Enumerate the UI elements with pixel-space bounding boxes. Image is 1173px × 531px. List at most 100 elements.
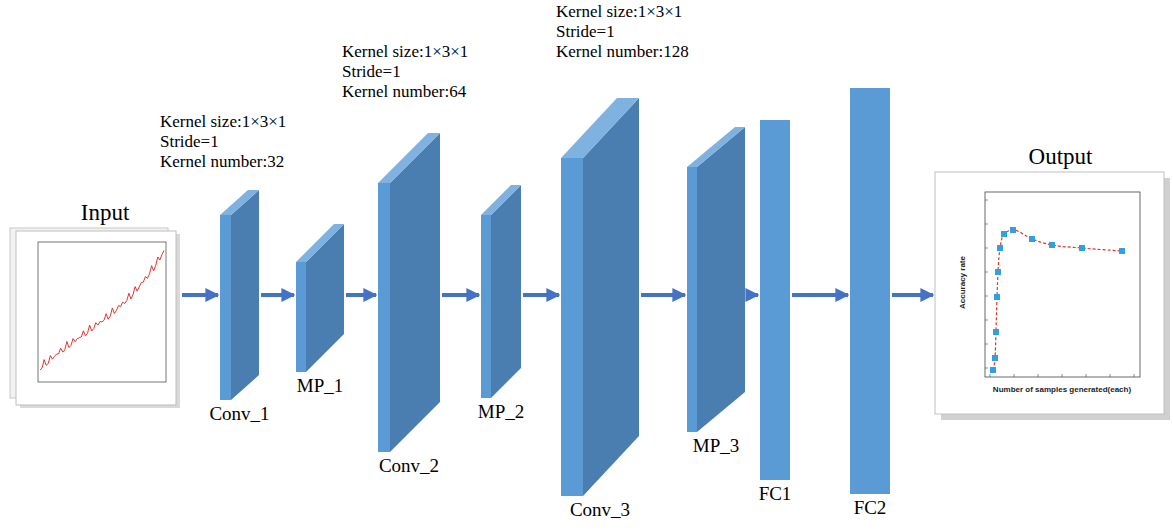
slab-top	[687, 127, 745, 167]
flow-arrow	[442, 293, 479, 297]
layer-label-wrap: MP_2	[478, 401, 524, 423]
kernel-note: Kernel size:1×3×1Stride=1Kernel number:6…	[342, 42, 468, 102]
pool-layer: MP_1	[296, 224, 344, 372]
layer-label: FC1	[759, 483, 792, 505]
flow-arrow	[523, 293, 559, 297]
layer-label-wrap: MP_3	[693, 435, 739, 457]
slab-top	[481, 185, 521, 215]
slab-top	[378, 133, 440, 183]
layer-label-wrap: Conv_3	[570, 499, 630, 521]
accuracy-curve	[993, 230, 1122, 370]
slab-front	[296, 262, 306, 372]
tick	[1134, 374, 1135, 377]
conv-layer: Kernel size:1×3×1Stride=1Kernel number:3…	[220, 190, 259, 400]
slab-front	[561, 158, 583, 496]
layer-label-wrap: Input	[81, 200, 130, 226]
layer-label: MP_2	[478, 401, 524, 423]
tick	[985, 344, 988, 345]
tick	[1110, 374, 1111, 377]
pool-layer: MP_3	[687, 127, 745, 432]
kernel-spec: Kernel size:1×3×1	[160, 112, 286, 132]
plot-frame	[985, 192, 1140, 377]
flow-arrow	[892, 293, 933, 297]
data-point	[990, 367, 996, 373]
kernel-note: Kernel size:1×3×1Stride=1Kernel number:3…	[160, 112, 286, 172]
flow-arrow	[182, 293, 218, 297]
conv-layer: Kernel size:1×3×1Stride=1Kernel number:1…	[561, 98, 639, 496]
tick	[985, 224, 988, 225]
data-point	[995, 269, 1001, 275]
layer-label: FC2	[854, 497, 887, 519]
slab-side	[697, 127, 745, 432]
slab-side	[491, 185, 521, 398]
tick	[985, 368, 988, 369]
layer-label: MP_1	[297, 375, 343, 397]
tick	[1038, 374, 1039, 377]
layer-label-wrap: Output	[1029, 144, 1093, 170]
slab-shape	[561, 98, 639, 496]
slab-side	[390, 133, 440, 452]
kernel-spec: Kernel size:1×3×1	[342, 42, 468, 62]
layer-label-wrap: Conv_2	[379, 455, 439, 477]
tick	[985, 296, 988, 297]
data-point	[994, 294, 1000, 300]
slab-top	[296, 224, 344, 262]
tick	[1062, 374, 1063, 377]
dense-layer: FC1	[760, 120, 790, 480]
dense-layer: FC2	[850, 88, 890, 494]
tick	[985, 248, 988, 249]
slab-side	[306, 224, 344, 372]
layer-label: Conv_2	[379, 455, 439, 477]
data-point	[992, 355, 998, 361]
output-shape	[935, 172, 1170, 420]
slab-front	[687, 167, 697, 432]
kernel-note: Kernel size:1×3×1Stride=1Kernel number:1…	[556, 2, 689, 62]
output-figure: Output	[935, 172, 1170, 420]
data-point	[1010, 227, 1016, 233]
kernel-spec: Kernel number:32	[160, 152, 286, 172]
flow-arrow	[792, 293, 848, 297]
conv-layer: Kernel size:1×3×1Stride=1Kernel number:6…	[378, 133, 440, 452]
panel-title: Output	[1029, 144, 1093, 170]
tick	[985, 272, 988, 273]
tick	[1086, 374, 1087, 377]
data-point	[1001, 231, 1007, 237]
tick	[985, 200, 988, 201]
data-point	[997, 245, 1003, 251]
flow-arrow	[747, 293, 758, 297]
data-point	[1029, 236, 1035, 242]
tick	[1014, 374, 1015, 377]
slab-front	[220, 215, 231, 400]
kernel-spec: Kernel number:64	[342, 82, 468, 102]
spectrum-curve	[40, 251, 164, 370]
input-shape	[10, 228, 180, 410]
layer-label: MP_3	[693, 435, 739, 457]
flow-arrow	[261, 293, 294, 297]
pool-layer: MP_2	[481, 185, 521, 398]
kernel-spec: Kernel number:128	[556, 42, 689, 62]
slab-top	[220, 190, 259, 215]
output-sheet	[935, 172, 1164, 414]
slab-top	[561, 98, 639, 158]
kernel-spec: Stride=1	[160, 132, 286, 152]
slab-front	[481, 215, 491, 398]
kernel-spec: Stride=1	[342, 62, 468, 82]
data-point	[1119, 248, 1125, 254]
slab-shape	[296, 224, 344, 372]
layer-label-wrap: Conv_1	[209, 403, 269, 425]
slab-front	[378, 183, 390, 452]
layer-label-wrap: MP_1	[297, 375, 343, 397]
slab-shape	[481, 185, 521, 398]
bar-shape	[850, 88, 890, 494]
slab-shape	[687, 127, 745, 432]
input-figure: Input	[10, 228, 180, 410]
front-sheet	[16, 231, 176, 405]
kernel-spec: Kernel size:1×3×1	[556, 2, 689, 22]
bar-shape	[760, 120, 790, 480]
layer-label-wrap: FC1	[759, 483, 792, 505]
slab-side	[231, 190, 259, 400]
tick	[985, 320, 988, 321]
data-point	[1079, 245, 1085, 251]
bar-face	[760, 120, 790, 480]
